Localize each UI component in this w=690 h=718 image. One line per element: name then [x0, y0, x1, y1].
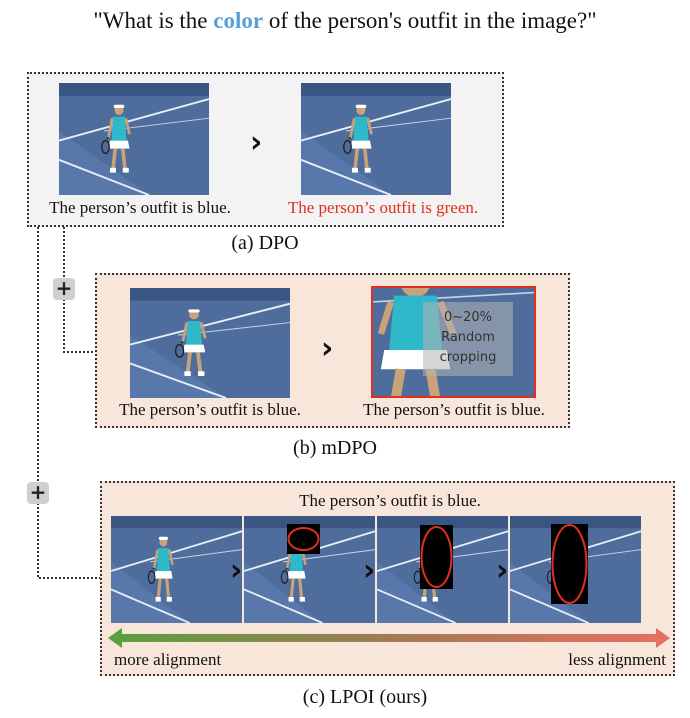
more-alignment-label: more alignment: [114, 650, 222, 669]
image-original: [301, 83, 451, 195]
preference-greater-icon: ›: [363, 553, 376, 588]
caption-lpoi: (c) LPOI (ours): [302, 686, 428, 708]
preference-greater-icon: ›: [250, 125, 263, 160]
lpoi-response: The person’s outfit is blue.: [299, 491, 481, 510]
plus-icon: +: [27, 482, 49, 504]
rejected-response: The person’s outfit is blue.: [363, 400, 545, 419]
rejected-response: The person’s outfit is green.: [287, 198, 479, 217]
image-occluded-large: [510, 516, 641, 623]
crop-label-line: cropping: [439, 350, 497, 365]
chosen-response: The person’s outfit is blue.: [49, 198, 231, 217]
crop-label-line: 0~20%: [443, 310, 493, 325]
question-suffix: of the person's outfit in the image?": [263, 8, 597, 33]
alignment-gradient-arrow: [108, 628, 670, 648]
caption-mdpo: (b) mDPO: [293, 437, 377, 459]
less-alignment-label: less alignment: [568, 650, 666, 669]
crop-label-line: Random: [441, 330, 495, 345]
image-original: [111, 516, 242, 623]
image-original: [59, 83, 209, 195]
image-cropped: [371, 286, 536, 398]
question-prefix: "What is the: [93, 8, 214, 33]
preference-greater-icon: ›: [321, 331, 334, 366]
question-keyword: color: [213, 8, 264, 33]
image-occluded-small: [244, 516, 375, 623]
crop-label: 0~20% Random cropping: [423, 302, 513, 376]
image-original: [130, 288, 290, 398]
plus-icon: +: [53, 278, 75, 300]
preference-greater-icon: ›: [230, 553, 243, 588]
preference-greater-icon: ›: [496, 553, 509, 588]
question-title: "What is the color of the person's outfi…: [0, 8, 690, 34]
caption-dpo: (a) DPO: [231, 232, 299, 254]
chosen-response: The person’s outfit is blue.: [119, 400, 301, 419]
image-occluded-medium: [377, 516, 508, 623]
